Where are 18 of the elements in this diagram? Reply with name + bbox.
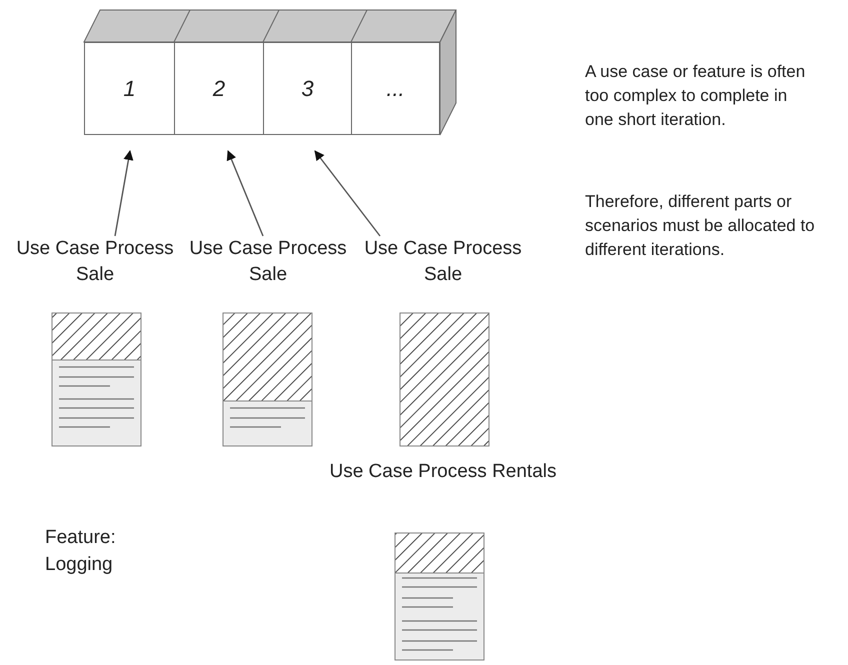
use-case-title: Use Case Process Sale [188, 237, 348, 287]
use-case-title: Use Case Process Sale [363, 237, 523, 287]
iteration-number: ... [386, 75, 405, 103]
description-text: Therefore, different parts or scenarios must be allocated to different iterations. [585, 191, 816, 261]
feature-title: Feature: Logging [45, 526, 117, 577]
iteration-box [263, 42, 352, 135]
arrow [314, 150, 381, 236]
iteration-box [351, 42, 440, 135]
iteration-number: 3 [301, 75, 314, 103]
use-case-title: Use Case Process Sale [15, 237, 175, 287]
arrow [114, 150, 134, 236]
iteration-number: 2 [212, 75, 226, 103]
description-text: A use case or feature is often too complex to complete in one short iteration. [585, 61, 806, 131]
iteration-number: 1 [123, 75, 136, 103]
use-case-title: Use Case Process Rentals [328, 460, 558, 484]
iteration-box [84, 42, 175, 135]
iteration-box [174, 42, 264, 135]
arrow [226, 150, 264, 236]
